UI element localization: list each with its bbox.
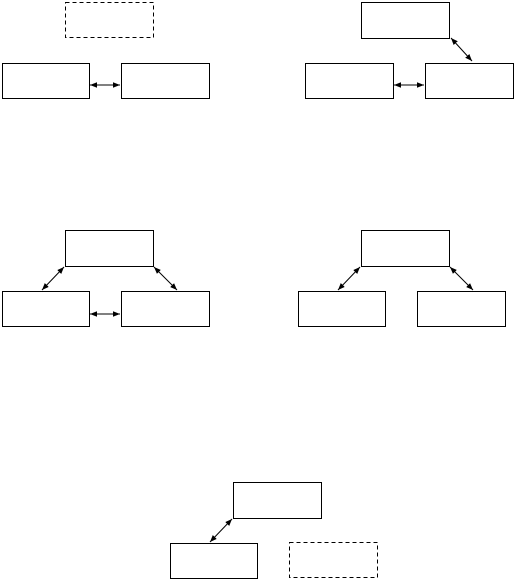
double-arrow-p3-top-right — [153, 266, 178, 291]
box-p5-left — [170, 543, 258, 579]
box-p1-right — [121, 63, 210, 99]
box-p2-right — [425, 63, 514, 99]
panel-5 — [170, 482, 378, 579]
double-arrow-p4-top-right — [449, 266, 474, 291]
box-p3-left — [2, 291, 90, 327]
double-arrow-p4-top-left — [337, 266, 361, 291]
panel-1 — [2, 2, 210, 99]
double-arrow-p3-top-left — [41, 266, 65, 291]
dashed-box-p1-top-dashed — [65, 2, 154, 38]
panel-2 — [305, 2, 514, 99]
panel-3 — [2, 230, 210, 327]
box-p5-top — [233, 482, 322, 519]
box-p4-top — [361, 230, 450, 267]
box-p1-left — [2, 63, 90, 99]
box-p2-top — [361, 2, 450, 39]
dashed-box-p5-right-dashed — [289, 542, 378, 578]
panel-4 — [298, 230, 506, 327]
box-p4-left — [298, 291, 386, 327]
double-arrow-p2-top-right — [450, 37, 473, 62]
box-p4-right — [417, 291, 506, 327]
box-p3-top — [65, 230, 154, 267]
box-p2-left — [305, 63, 394, 99]
box-p3-right — [121, 291, 210, 327]
double-arrow-p5-top-left — [209, 518, 233, 543]
